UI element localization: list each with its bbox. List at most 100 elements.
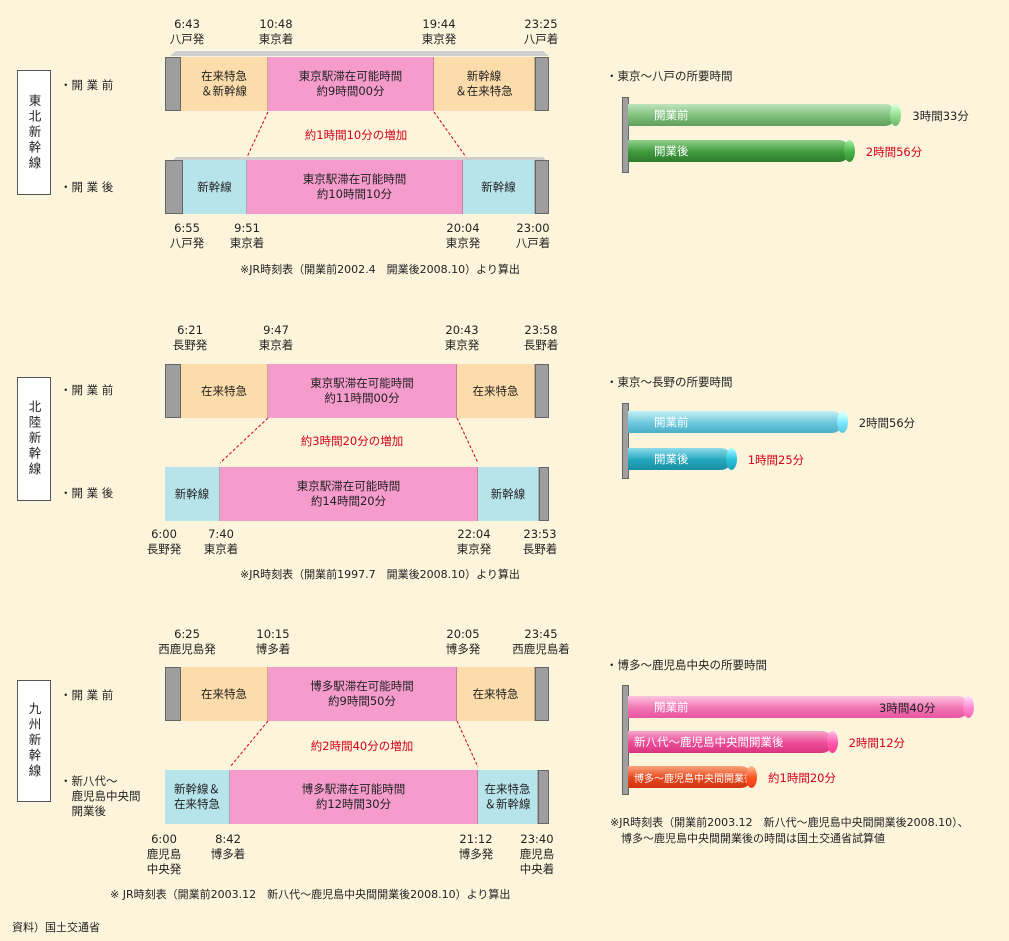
station-name: 東京発 — [456, 542, 492, 556]
station-name: 東京発 — [445, 236, 481, 250]
bar-end-right — [535, 160, 549, 214]
chart-wall — [622, 403, 629, 479]
hokuriku-note: ※JR時刻表（開業前1997.7 開業後2008.10）より算出 — [240, 568, 520, 581]
bar-label: 開業前 — [654, 108, 689, 122]
kyushu-before-bar: 在来特急 博多駅滞在可能時間 約9時間50分 在来特急 — [165, 667, 549, 721]
kyushu-after-bar: 新幹線＆ 在来特急 博多駅滞在可能時間 約12時間30分 在来特急 ＆新幹線 — [165, 770, 549, 824]
station-name: 東京着 — [203, 542, 239, 556]
bar-after: 開業後 — [628, 448, 732, 470]
tohoku-increase: 約1時間10分の増加 — [304, 128, 408, 142]
station-name: 鹿児島 中央着 — [519, 847, 555, 876]
bar-value: 2時間12分 — [848, 736, 906, 750]
time-value: 20:05 — [446, 627, 480, 641]
kyushu-chart-note: ※JR時刻表（開業前2003.12 新八代〜鹿児島中央間開業後2008.10）、… — [610, 816, 969, 845]
time-value: 19:44 — [422, 17, 456, 31]
tohoku-after-label: ・開 業 後 — [60, 180, 114, 194]
hokuriku-before-bar: 在来特急 東京駅滞在可能時間 約11時間00分 在来特急 — [165, 364, 549, 418]
hokuriku-dash-left — [219, 417, 269, 464]
station-name: 博多発 — [458, 847, 494, 861]
segment-train: 新幹線 — [183, 160, 247, 214]
bar-end-left — [165, 57, 181, 111]
segment-stay: 博多駅滞在可能時間 約9時間50分 — [268, 667, 457, 721]
kyushu-increase: 約2時間40分の増加 — [310, 739, 414, 753]
station-name: 東京着 — [258, 32, 294, 46]
bar-end-left — [165, 364, 181, 418]
tohoku-before-bar-top — [170, 51, 549, 56]
segment-stay: 博多駅滞在可能時間 約12時間30分 — [230, 770, 478, 824]
time-value: 9:47 — [263, 323, 289, 337]
station-name: 八戸発 — [169, 236, 205, 250]
kyushu-before-label: ・開 業 前 — [60, 688, 114, 702]
hokuriku-after-label: ・開 業 後 — [60, 486, 114, 500]
bar-label: 開業前 — [654, 415, 689, 429]
time-value: 20:43 — [445, 323, 479, 337]
time-value: 20:04 — [446, 221, 480, 235]
source-note: 資料）国土交通省 — [12, 921, 100, 934]
kyushu-chart-title: ・博多〜鹿児島中央の所要時間 — [606, 658, 767, 672]
bar-end-right — [535, 364, 549, 418]
bar-before: 開業前 — [628, 104, 897, 126]
station-name: 東京発 — [444, 338, 480, 352]
time-value: 6:55 — [174, 221, 200, 235]
bar-label: 開業後 — [654, 144, 689, 158]
bar-value: 3時間40分 — [879, 701, 936, 715]
tohoku-before-bar: 在来特急 ＆新幹線 東京駅滞在可能時間 約9時間00分 新幹線 ＆在来特急 — [165, 57, 549, 111]
segment-train: 在来特急 ＆新幹線 — [478, 770, 538, 824]
station-name: 東京着 — [258, 338, 294, 352]
station-name: 長野発 — [172, 338, 208, 352]
segment-train: 新幹線 — [463, 160, 535, 214]
segment-train: 在来特急 — [457, 667, 535, 721]
station-name: 博多着 — [210, 847, 246, 861]
time-value: 23:00 — [516, 221, 550, 235]
station-name: 西鹿児島着 — [512, 642, 570, 656]
time-value: 23:25 — [524, 17, 558, 31]
chart-wall — [622, 97, 629, 173]
tohoku-dash-right — [433, 111, 467, 158]
kyushu-after-label: ・新八代〜 鹿児島中央間 開業後 — [60, 774, 141, 818]
segment-train: 在来特急 — [457, 364, 535, 418]
time-value: 6:00 — [151, 527, 177, 541]
tohoku-dash-left — [246, 111, 269, 158]
bar-label: 博多〜鹿児島中央間開業後 — [634, 773, 754, 785]
tohoku-before-label: ・開 業 前 — [60, 78, 114, 92]
hokuriku-after-bar: 新幹線 東京駅滞在可能時間 約14時間20分 新幹線 — [165, 467, 549, 521]
bar-value: 2時間56分 — [858, 416, 916, 430]
time-value: 23:40 — [520, 832, 554, 846]
segment-stay: 東京駅滞在可能時間 約11時間00分 — [268, 364, 457, 418]
hokuriku-chart-title: ・東京〜長野の所要時間 — [606, 375, 733, 389]
bar-before: 開業前 — [628, 411, 843, 433]
hokuriku-increase: 約3時間20分の増加 — [300, 434, 404, 448]
segment-train: 在来特急 ＆新幹線 — [181, 57, 268, 111]
station-name: 博多発 — [445, 642, 481, 656]
time-value: 23:45 — [524, 627, 558, 641]
segment-train: 在来特急 — [181, 364, 268, 418]
tohoku-note: ※JR時刻表（開業前2002.4 開業後2008.10）より算出 — [240, 263, 520, 276]
segment-train: 在来特急 — [181, 667, 268, 721]
bar-after: 開業後 — [628, 140, 850, 162]
station-name: 八戸発 — [169, 32, 205, 46]
station-name: 長野着 — [522, 542, 558, 556]
station-name: 東京着 — [229, 236, 265, 250]
bar-end-right — [539, 467, 549, 521]
time-value: 10:15 — [256, 627, 290, 641]
time-value: 7:40 — [208, 527, 234, 541]
bar-after-2: 博多〜鹿児島中央間開業後 — [628, 766, 754, 788]
kyushu-line-label: 九州新幹線 — [17, 680, 51, 802]
bar-value: 3時間33分 — [912, 109, 969, 123]
tohoku-line-label: 東北新幹線 — [17, 70, 51, 195]
station-name: 長野発 — [146, 542, 182, 556]
time-value: 8:42 — [215, 832, 241, 846]
